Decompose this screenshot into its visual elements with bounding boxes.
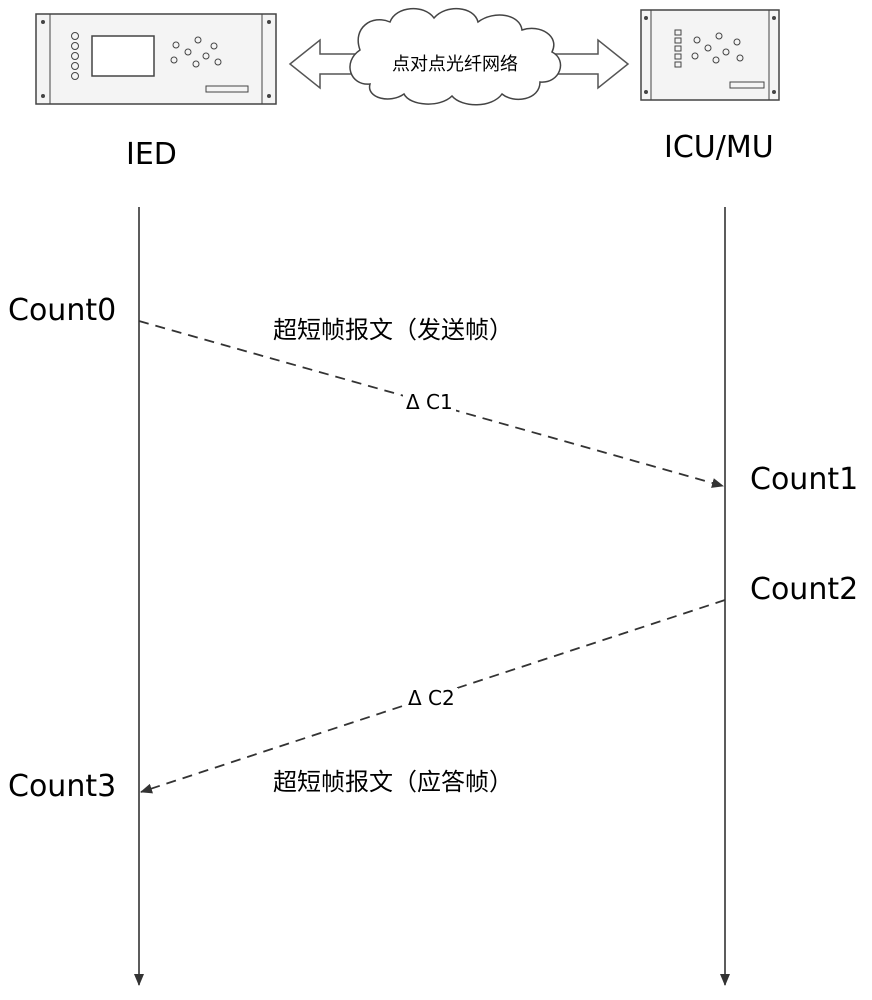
ied-label: IED	[126, 137, 177, 172]
count3-label: Count3	[8, 769, 117, 804]
icu-mu-label: ICU/MU	[664, 130, 774, 165]
count2-label: Count2	[750, 572, 859, 607]
send-frame-label: 超短帧报文（发送帧）	[273, 316, 513, 344]
reply-frame-label: 超短帧报文（应答帧）	[273, 768, 513, 796]
delta-c2-label: Δ C2	[405, 688, 458, 708]
network-label: 点对点光纤网络	[392, 54, 518, 75]
count0-label: Count0	[8, 293, 117, 328]
cloud-icon	[349, 8, 562, 106]
icu-mu-device-icon	[640, 9, 780, 101]
delta-c1-label: Δ C1	[403, 392, 456, 412]
count1-label: Count1	[750, 462, 859, 497]
ied-device-icon	[35, 13, 277, 105]
